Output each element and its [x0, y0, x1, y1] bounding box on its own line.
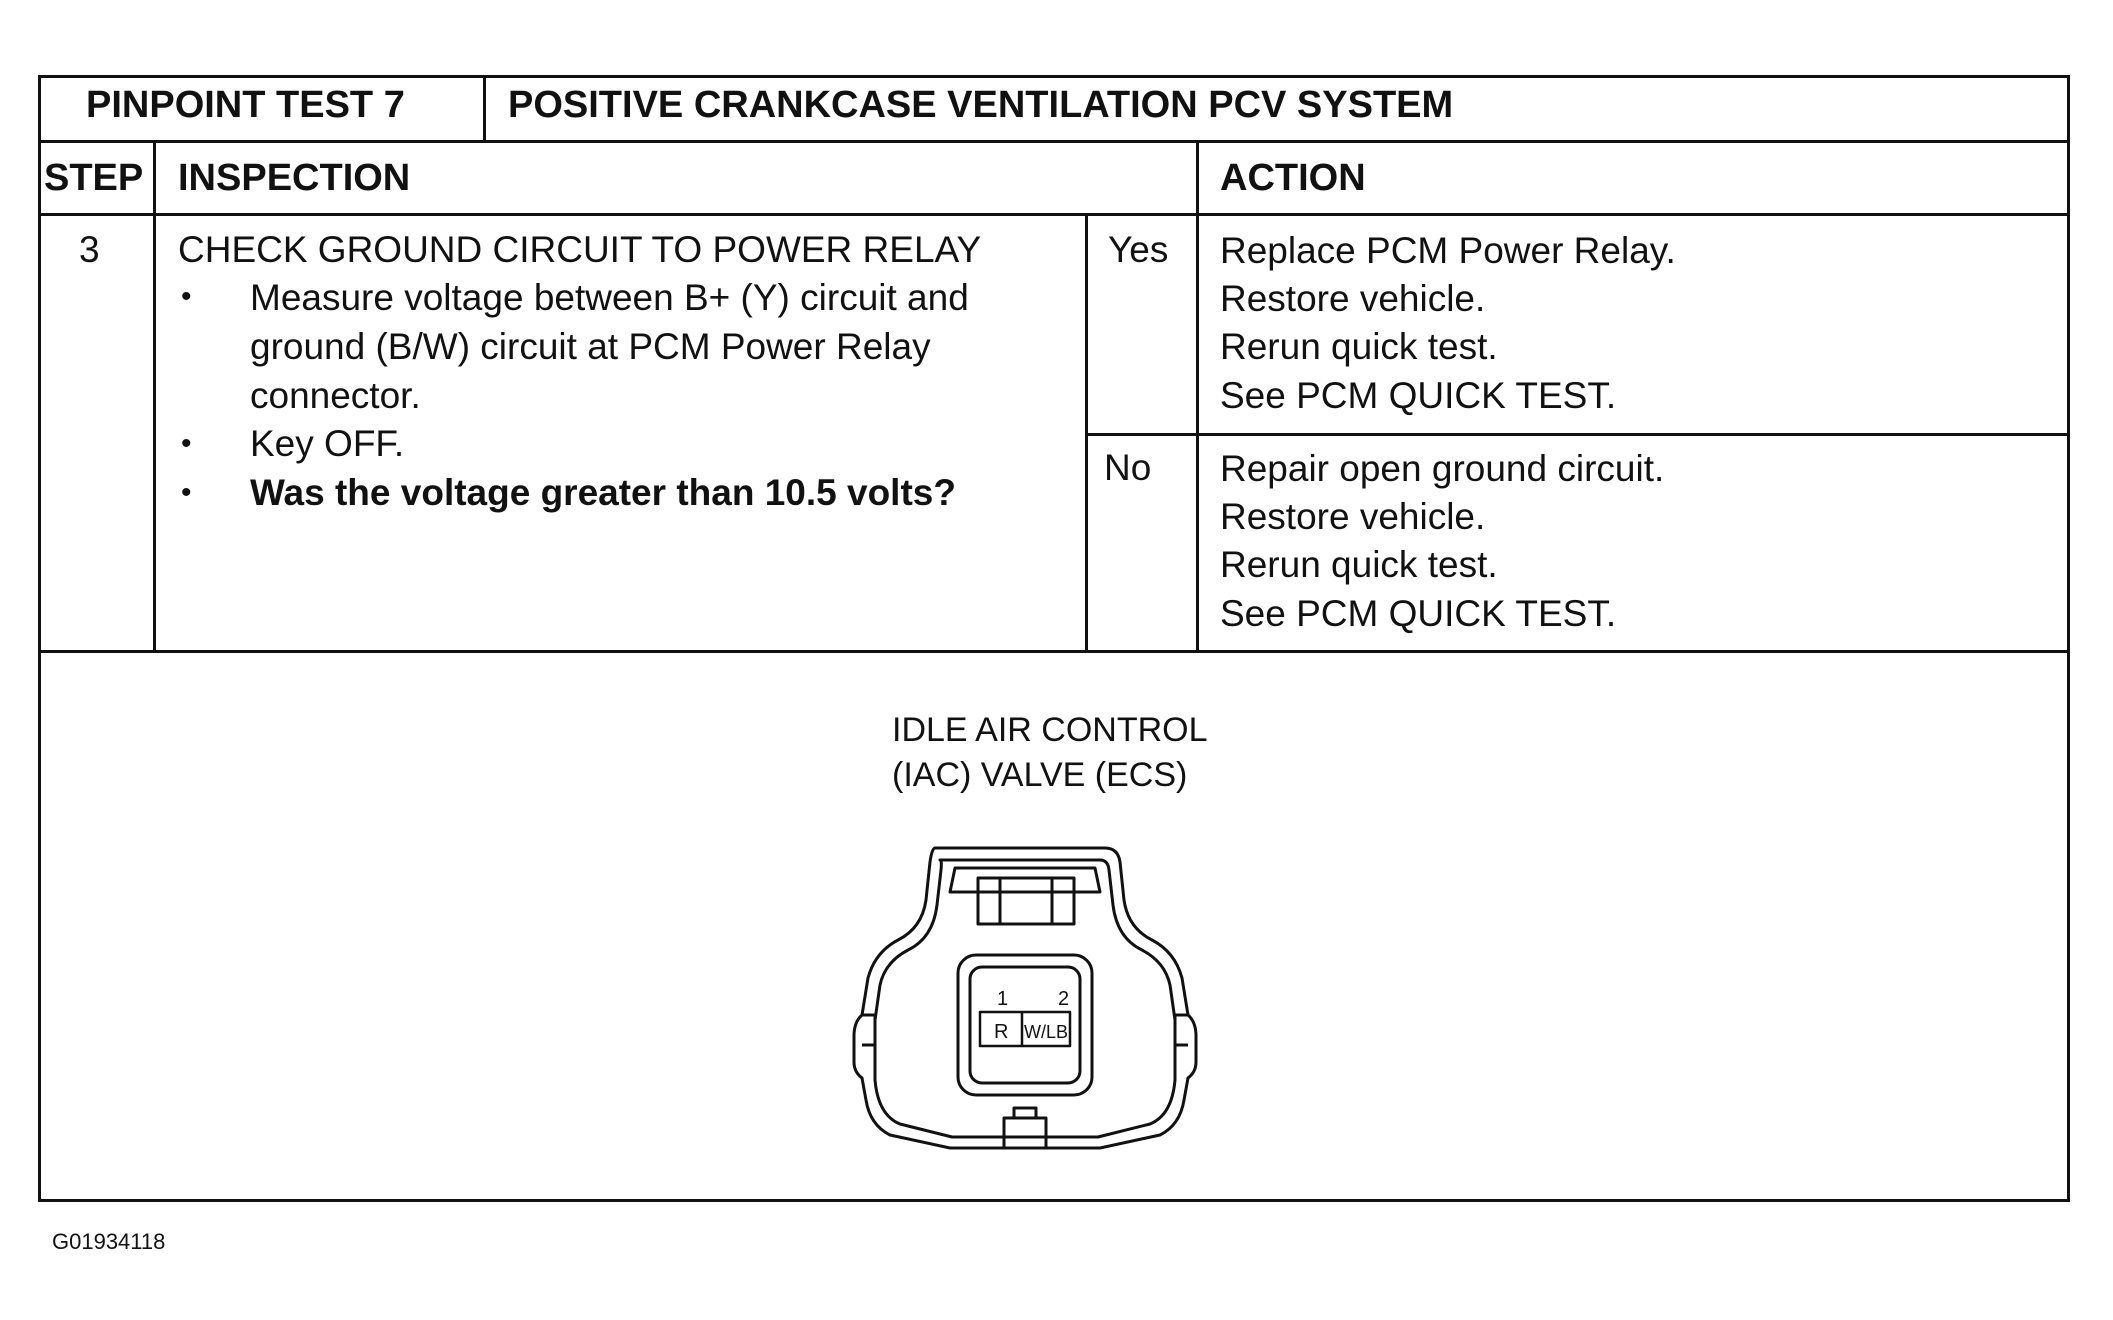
bullet-marker: •	[181, 280, 192, 313]
pinpoint-test-table	[38, 75, 2070, 1202]
bullet-marker: •	[181, 476, 192, 509]
terminal-housing	[956, 953, 1094, 1097]
rule-below-title	[38, 140, 2070, 143]
action-line: Rerun quick test.	[1220, 544, 1498, 585]
rule-above-diagram	[38, 650, 2070, 653]
inspection-step-line: Measure voltage between B+ (Y) circuit a…	[250, 277, 969, 318]
rule-between-yes-no	[1085, 433, 2070, 436]
action-line: Restore vehicle.	[1220, 496, 1486, 537]
action-line: Rerun quick test.	[1220, 326, 1498, 367]
test-id: PINPOINT TEST 7	[86, 84, 405, 126]
wire-color-w-lb: W/LB	[1024, 1022, 1068, 1042]
latch	[948, 866, 1102, 926]
keyway-notch	[1002, 1106, 1048, 1148]
diagram-subtitle: (IAC) VALVE (ECS)	[892, 756, 1188, 794]
figure-code: G01934118	[52, 1229, 166, 1254]
action-line: See PCM QUICK TEST.	[1220, 593, 1617, 634]
inspection-question: Was the voltage greater than 10.5 volts?	[250, 472, 956, 513]
action-column-header: ACTION	[1220, 157, 1366, 199]
inspection-column-header: INSPECTION	[178, 157, 411, 199]
test-title: POSITIVE CRANKCASE VENTILATION PCV SYSTE…	[508, 84, 1454, 126]
rule-inspection-outcome	[1085, 213, 1088, 652]
pin-1-label: 1	[997, 988, 1008, 1010]
no-outcome-label: No	[1104, 447, 1152, 488]
action-line: See PCM QUICK TEST.	[1220, 375, 1617, 416]
rule-outcome-action	[1196, 140, 1199, 652]
terminal-housing-inner	[968, 965, 1082, 1085]
bullet-marker: •	[181, 427, 192, 460]
action-line: Replace PCM Power Relay.	[1220, 230, 1676, 271]
connector-outer-shell	[852, 846, 1198, 1150]
pin-cavity-grid	[978, 1010, 1072, 1048]
rule-below-column-headers	[38, 213, 2070, 216]
pin-2-label: 2	[1058, 988, 1069, 1010]
step-column-header: STEP	[44, 157, 144, 199]
step-number: 3	[79, 229, 100, 270]
inspection-title: CHECK GROUND CIRCUIT TO POWER RELAY	[178, 229, 982, 270]
diagram-title: IDLE AIR CONTROL	[892, 711, 1208, 749]
inspection-step-line: ground (B/W) circuit at PCM Power Relay	[250, 326, 931, 367]
wire-color-r: R	[994, 1021, 1008, 1043]
inspection-step-line: Key OFF.	[250, 423, 405, 464]
action-line: Restore vehicle.	[1220, 278, 1486, 319]
inspection-step-line: connector.	[250, 375, 421, 416]
pin-labels: 1 2 R W/LB	[994, 988, 1069, 1043]
rule-title-divider	[483, 75, 486, 142]
yes-outcome-label: Yes	[1108, 229, 1169, 270]
rule-step-column	[153, 140, 156, 652]
action-line: Repair open ground circuit.	[1220, 448, 1665, 489]
